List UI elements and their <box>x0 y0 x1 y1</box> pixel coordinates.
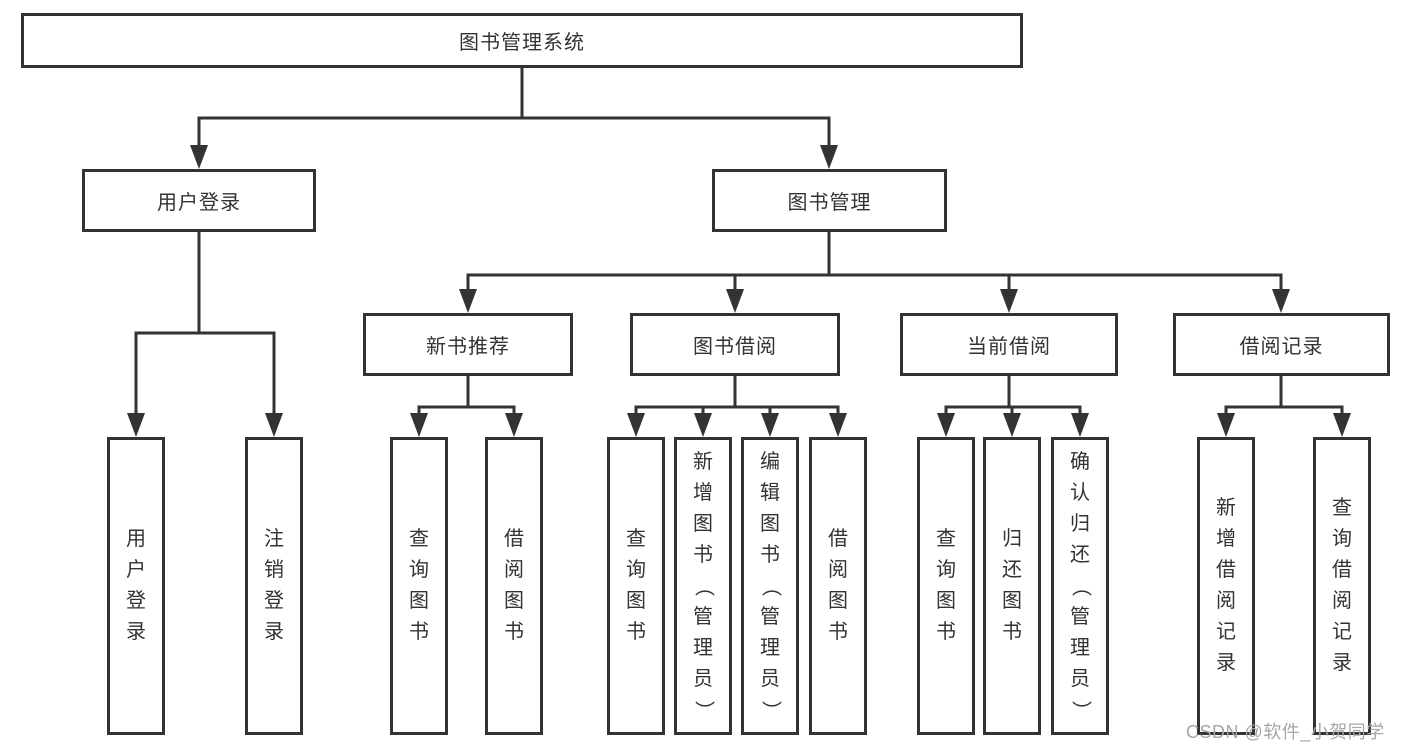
leaf-edit-books-admin: 编辑图书（管理员） <box>741 437 799 735</box>
node-root-label: 图书管理系统 <box>459 32 585 54</box>
node-book-borrow: 图书借阅 <box>630 313 840 376</box>
leaf-borrow-books-1: 借阅图书 <box>485 437 543 735</box>
leaf-query-books-2: 查询图书 <box>607 437 665 735</box>
leaf-user-login-label: 用户登录 <box>126 528 146 643</box>
leaf-query-books-1-label: 查询图书 <box>409 528 429 643</box>
node-current-borrow-label: 当前借阅 <box>967 336 1051 358</box>
node-user-login-label: 用户登录 <box>157 192 241 214</box>
leaf-logout: 注销登录 <box>245 437 303 735</box>
leaf-add-books-admin-label: 新增图书（管理员） <box>692 450 715 721</box>
leaf-query-books-2-label: 查询图书 <box>626 528 646 643</box>
node-user-login: 用户登录 <box>82 169 316 232</box>
leaf-confirm-return-admin-label: 确认归还（管理员） <box>1069 450 1092 721</box>
node-book-management-label: 图书管理 <box>787 192 872 214</box>
node-borrow-records: 借阅记录 <box>1173 313 1390 376</box>
leaf-logout-label: 注销登录 <box>264 528 284 643</box>
leaf-confirm-return-admin: 确认归还（管理员） <box>1051 437 1109 735</box>
leaf-query-borrow-record-label: 查询借阅记录 <box>1332 497 1352 674</box>
node-book-borrow-label: 图书借阅 <box>693 336 777 358</box>
leaf-return-books: 归还图书 <box>983 437 1041 735</box>
leaf-user-login: 用户登录 <box>107 437 165 735</box>
node-new-book-recommend: 新书推荐 <box>363 313 573 376</box>
leaf-query-books-1: 查询图书 <box>390 437 448 735</box>
leaf-query-books-3-label: 查询图书 <box>936 528 956 643</box>
leaf-return-books-label: 归还图书 <box>1002 528 1022 643</box>
node-root-system: 图书管理系统 <box>21 13 1023 68</box>
leaf-edit-books-admin-label: 编辑图书（管理员） <box>759 450 782 721</box>
leaf-query-borrow-record: 查询借阅记录 <box>1313 437 1371 735</box>
connector-paths <box>134 68 1344 415</box>
arrowheads <box>127 145 1351 437</box>
leaf-borrow-books-2-label: 借阅图书 <box>828 528 848 643</box>
leaf-borrow-books-2: 借阅图书 <box>809 437 867 735</box>
node-new-book-recommend-label: 新书推荐 <box>426 336 510 358</box>
leaf-add-borrow-record: 新增借阅记录 <box>1197 437 1255 735</box>
leaf-add-books-admin: 新增图书（管理员） <box>674 437 732 735</box>
node-current-borrow: 当前借阅 <box>900 313 1118 376</box>
csdn-watermark: CSDN @软件_小贺同学 <box>1186 722 1385 742</box>
leaf-borrow-books-1-label: 借阅图书 <box>504 528 524 643</box>
node-borrow-records-label: 借阅记录 <box>1239 336 1324 358</box>
node-book-management: 图书管理 <box>712 169 947 232</box>
leaf-query-books-3: 查询图书 <box>917 437 975 735</box>
leaf-add-borrow-record-label: 新增借阅记录 <box>1216 497 1236 674</box>
